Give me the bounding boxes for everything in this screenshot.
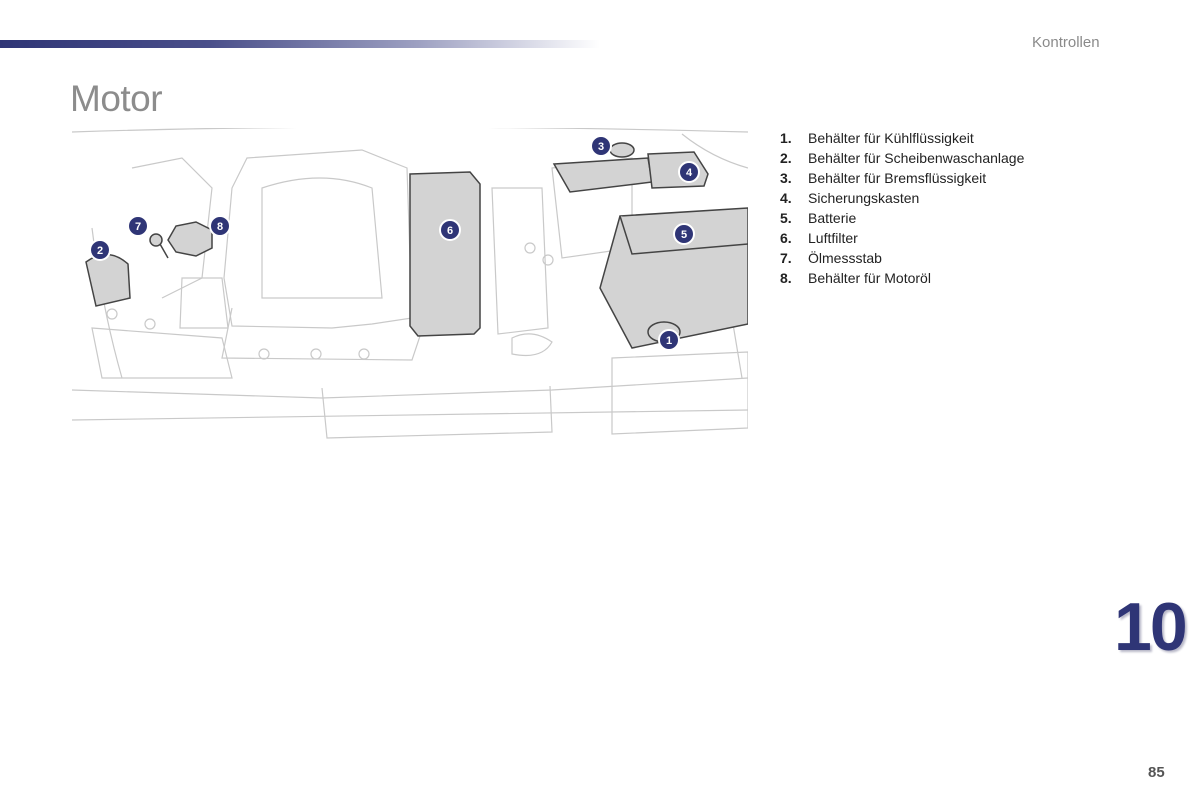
legend-text: Batterie — [808, 210, 857, 226]
section-label: Kontrollen — [1032, 34, 1100, 51]
legend-number: 5. — [780, 210, 792, 226]
svg-text:2: 2 — [97, 245, 103, 257]
legend-item: 6. Luftfilter — [780, 228, 1024, 248]
legend-number: 2. — [780, 150, 792, 166]
legend-text: Behälter für Bremsflüssigkeit — [808, 170, 987, 186]
legend-text: Behälter für Kühlflüssigkeit — [808, 130, 974, 146]
marker-7: 7 — [127, 215, 149, 237]
marker-6: 6 — [439, 219, 461, 241]
legend-text: Behälter für Scheibenwaschanlage — [808, 150, 1025, 166]
legend-item: 1. Behälter für Kühlflüssigkeit — [780, 128, 1024, 148]
legend-item: 4. Sicherungskasten — [780, 188, 1024, 208]
marker-2: 2 — [89, 239, 111, 261]
svg-text:7: 7 — [135, 221, 141, 233]
legend-number: 1. — [780, 130, 792, 146]
legend-number: 8. — [780, 270, 792, 286]
legend-number: 4. — [780, 190, 792, 206]
legend-number: 6. — [780, 230, 792, 246]
marker-4: 4 — [678, 161, 700, 183]
legend-item: 5. Batterie — [780, 208, 1024, 228]
legend-item: 2. Behälter für Scheibenwaschanlage — [780, 148, 1024, 168]
marker-8: 8 — [209, 215, 231, 237]
svg-text:8: 8 — [217, 221, 223, 233]
header-accent-bar — [0, 40, 600, 48]
svg-text:1: 1 — [666, 335, 672, 347]
parts-legend: 1. Behälter für Kühlflüssigkeit 2. Behälte… — [780, 128, 1024, 288]
legend-item: 3. Behälter für Bremsflüssigkeit — [780, 168, 1024, 188]
legend-text: Ölmessstab — [808, 250, 882, 266]
legend-item: 8. Behälter für Motoröl — [780, 268, 1024, 288]
page-title: Motor — [70, 78, 163, 119]
marker-1: 1 — [658, 329, 680, 351]
legend-number: 7. — [780, 250, 792, 266]
svg-text:4: 4 — [686, 167, 693, 179]
marker-5: 5 — [673, 223, 695, 245]
svg-text:5: 5 — [681, 229, 687, 241]
legend-text: Sicherungskasten — [808, 190, 920, 206]
legend-text: Luftfilter — [808, 230, 858, 246]
svg-text:6: 6 — [447, 225, 453, 237]
chapter-number: 10 — [1114, 589, 1188, 665]
legend-item: 7. Ölmessstab — [780, 248, 1024, 268]
engine-compartment-diagram: 1 2 3 4 5 6 7 8 — [72, 128, 748, 439]
legend-number: 3. — [780, 170, 792, 186]
svg-text:3: 3 — [598, 141, 604, 153]
page-number: 85 — [1148, 764, 1165, 781]
marker-3: 3 — [590, 135, 612, 157]
legend-text: Behälter für Motoröl — [808, 270, 931, 286]
